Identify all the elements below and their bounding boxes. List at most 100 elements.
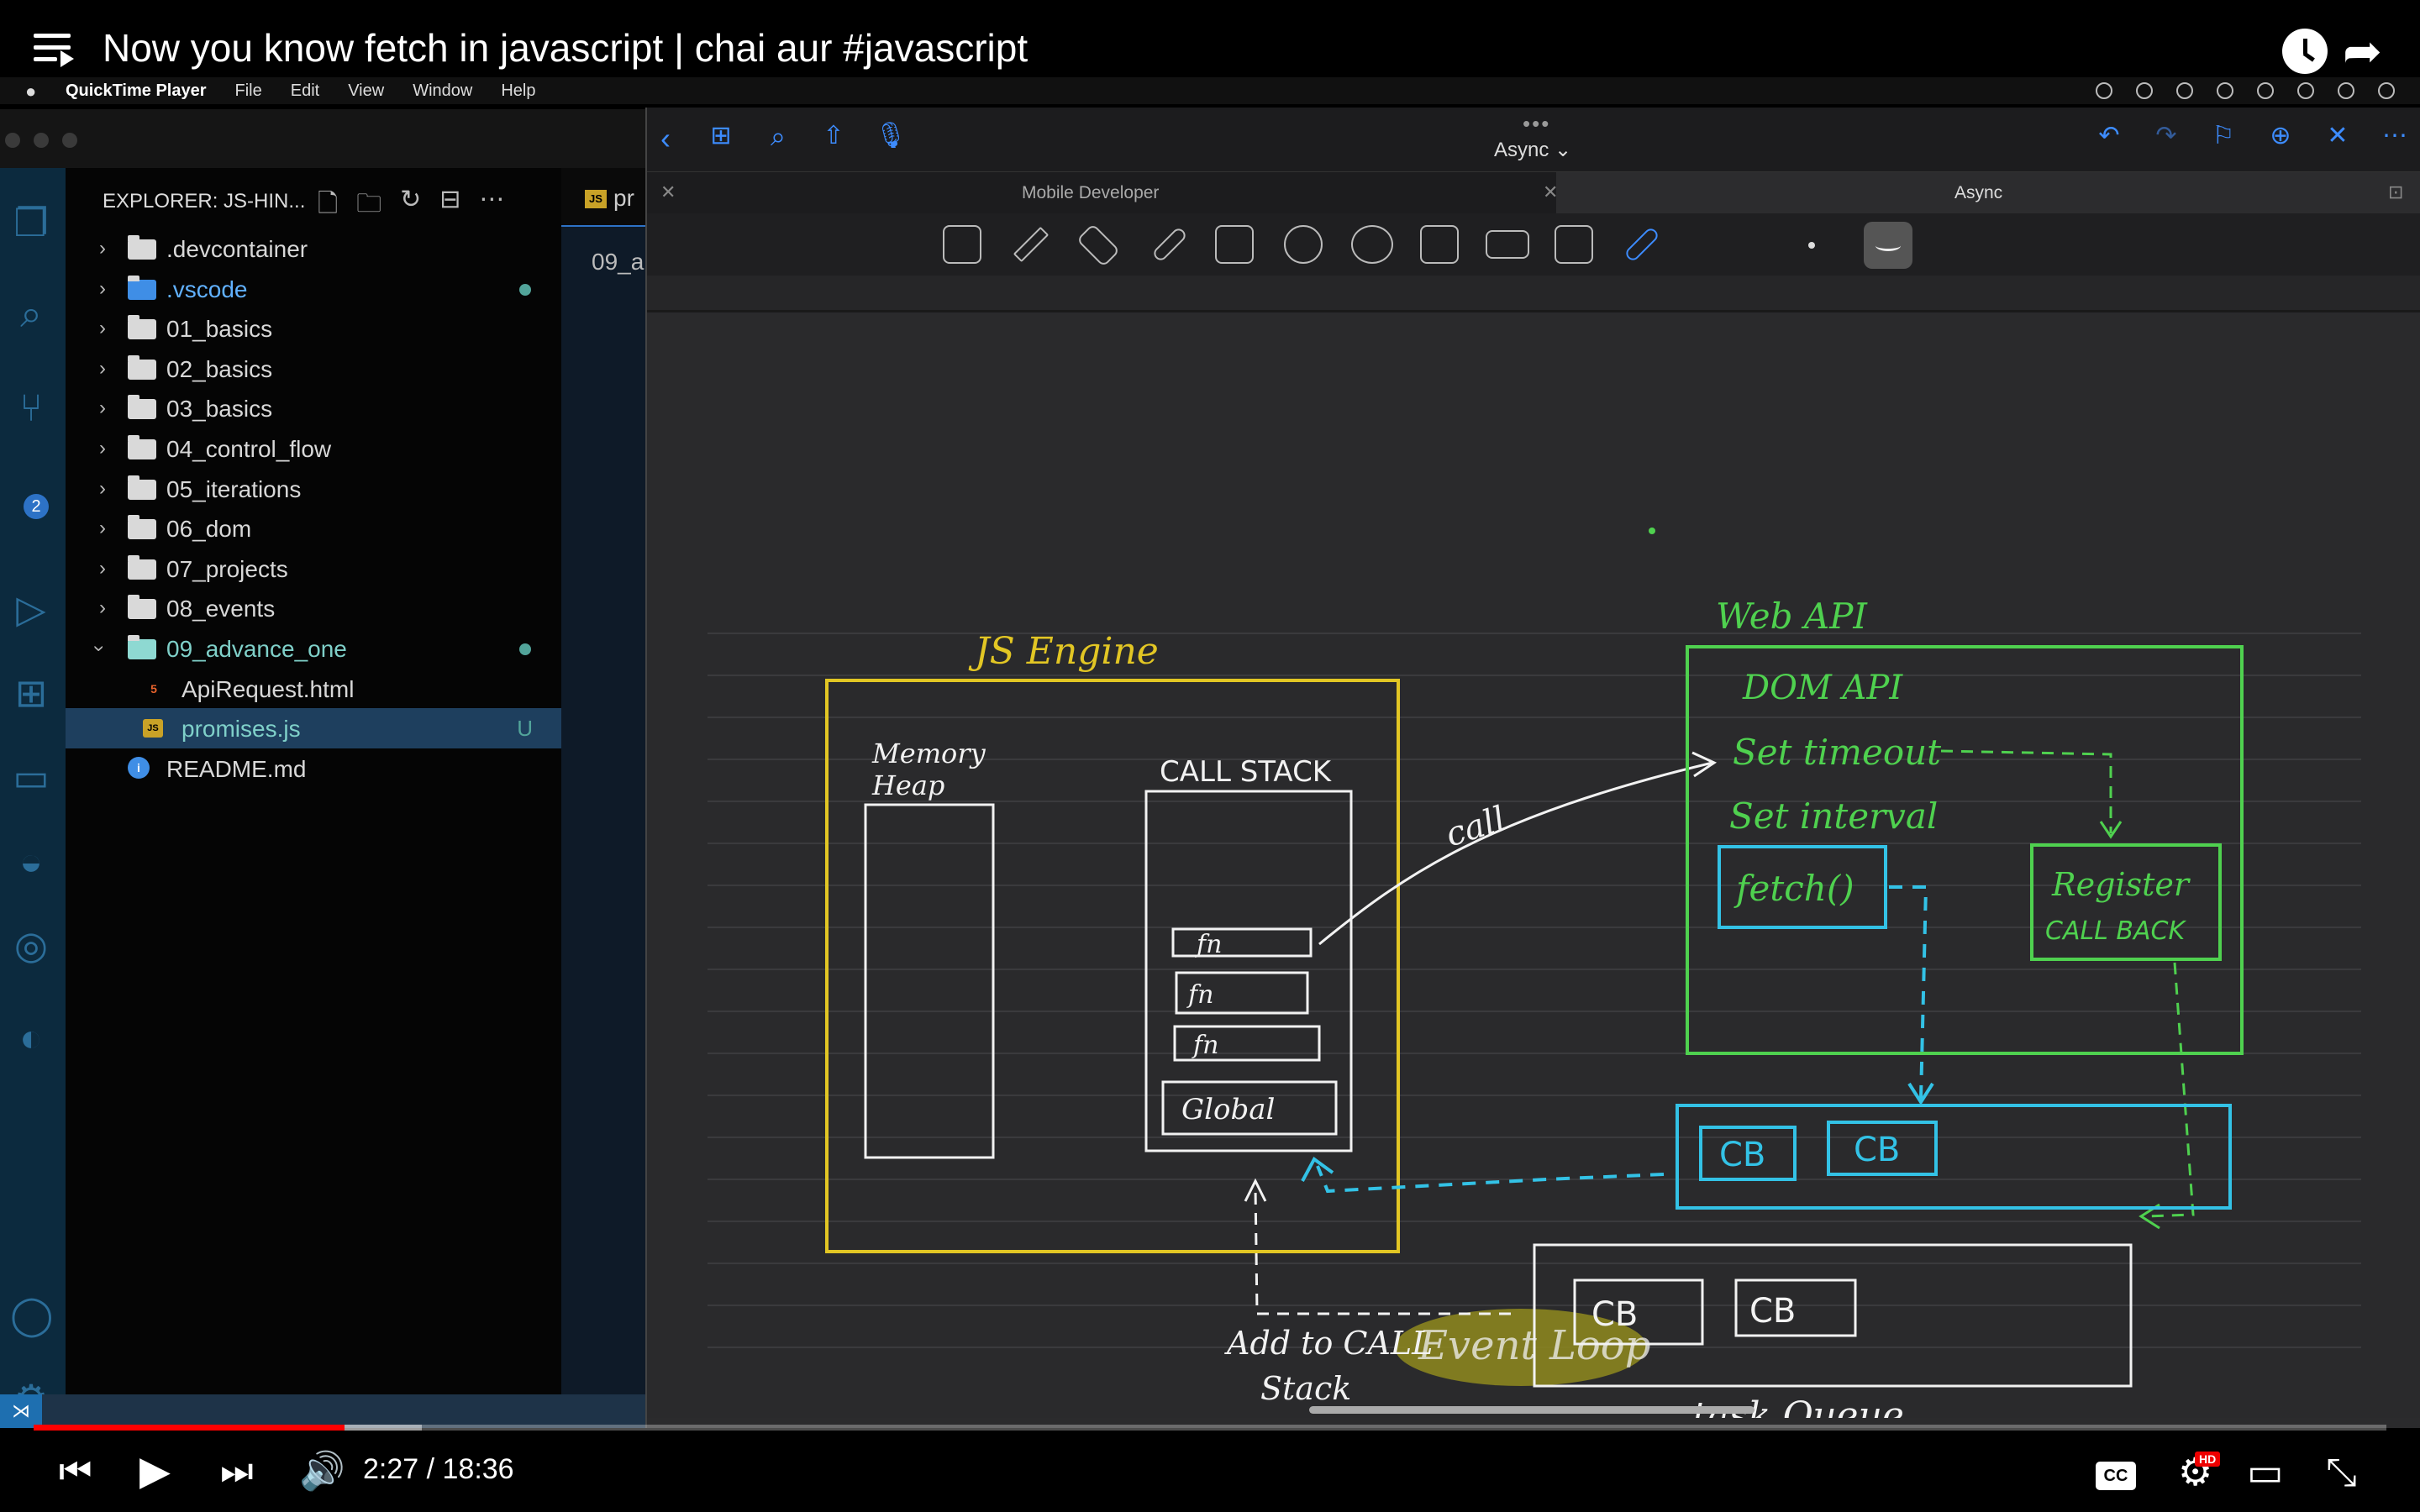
control-center-icon[interactable] <box>2297 82 2314 99</box>
refresh-icon[interactable]: ↻ <box>400 186 422 213</box>
tree-item-readme-md[interactable]: i README.md <box>66 748 561 789</box>
folder-icon <box>128 315 156 340</box>
tree-item-01-basics[interactable]: › 01_basics <box>66 308 561 349</box>
progress-bar[interactable] <box>34 1425 2386 1431</box>
playlist-menu-icon[interactable] <box>34 34 74 67</box>
bookmark-icon[interactable]: ⚐ <box>2212 122 2235 150</box>
zoom-window-button[interactable] <box>62 133 77 148</box>
tree-item-02-basics[interactable]: › 02_basics <box>66 349 561 389</box>
close-tab-icon[interactable]: ✕ <box>1543 181 1559 202</box>
grid-view-icon[interactable]: ⊞ <box>710 122 732 150</box>
breadcrumb[interactable]: 09_a <box>592 249 644 275</box>
search-icon[interactable]: ⌕ <box>20 291 42 335</box>
shapes-tool-icon[interactable] <box>1215 225 1254 264</box>
memory-heap-label-2: Heap <box>871 769 944 801</box>
source-control-icon[interactable]: ⑂ <box>19 386 43 429</box>
wifi-icon[interactable] <box>2257 82 2274 99</box>
image-tool-icon[interactable] <box>1420 225 1459 264</box>
microphone-icon[interactable]: 🎙 <box>874 122 908 150</box>
menu-view[interactable]: View <box>348 81 385 100</box>
new-folder-icon[interactable]: 🗀 <box>356 190 382 218</box>
tree-item-08-events[interactable]: › 08_events <box>66 588 561 628</box>
tree-item-07-projects[interactable]: › 07_projects <box>66 549 561 589</box>
tree-item-03-basics[interactable]: › 03_basics <box>66 388 561 428</box>
tree-item-09-advance-one[interactable]: › 09_advance_one <box>66 628 561 669</box>
minimize-window-button[interactable] <box>34 133 49 148</box>
video-title[interactable]: Now you know fetch in javascript | chai … <box>103 26 1028 70</box>
back-chevron-icon[interactable]: ‹ <box>660 121 671 155</box>
new-file-icon[interactable]: 🗋 <box>318 190 339 218</box>
status-icon[interactable] <box>2217 82 2233 99</box>
pen-tool-icon[interactable] <box>1013 226 1050 263</box>
status-icon[interactable] <box>2136 82 2153 99</box>
keyboard-tool-icon[interactable] <box>1486 230 1529 259</box>
tree-item-promises-js[interactable]: JS promises.js U <box>66 708 561 748</box>
tree-item-04-control-flow[interactable]: › 04_control_flow <box>66 428 561 469</box>
window-controls <box>5 133 77 148</box>
menu-help[interactable]: Help <box>501 81 536 100</box>
more-icon[interactable]: ⋯ <box>2382 122 2407 150</box>
call-stack-label: CALL STACK <box>1160 755 1333 789</box>
tree-item-devcontainer[interactable]: › .devcontainer <box>66 228 561 269</box>
volume-icon[interactable]: 🔊 <box>299 1451 345 1492</box>
tree-item-05-iterations[interactable]: › 05_iterations <box>66 469 561 509</box>
remote-explorer-icon[interactable]: ▭ <box>13 755 50 799</box>
lasso-tool-icon[interactable] <box>1284 225 1323 264</box>
extensions-icon[interactable]: ⊞ <box>14 671 48 715</box>
status-icon[interactable] <box>2378 82 2395 99</box>
close-icon[interactable]: ✕ <box>2327 122 2349 150</box>
undo-icon[interactable]: ↶ <box>2098 122 2120 150</box>
exit-fullscreen-icon[interactable]: ⤡ <box>2326 1450 2357 1494</box>
account-icon[interactable]: ◯ <box>10 1293 54 1336</box>
scroll-indicator[interactable] <box>1309 1406 1754 1414</box>
apple-icon[interactable]: ● <box>25 81 37 102</box>
explorer-icon[interactable]: ❐ <box>13 201 49 244</box>
next-icon[interactable]: ⏭ <box>220 1451 254 1492</box>
share-icon[interactable]: ➦ <box>2343 24 2382 77</box>
close-tab-icon[interactable]: ✕ <box>660 181 676 202</box>
image-lasso-tool-icon[interactable] <box>943 225 981 264</box>
status-icon[interactable] <box>2176 82 2193 99</box>
watch-later-icon[interactable] <box>2282 29 2328 74</box>
previous-icon[interactable]: ⏮ <box>59 1451 92 1492</box>
run-debug-icon[interactable]: ▷ <box>16 587 46 631</box>
highlighter-tool-icon[interactable] <box>1151 226 1188 263</box>
sidebar-toggle-icon[interactable]: ⊡ <box>2388 181 2404 202</box>
tab-async[interactable]: Async <box>1954 183 2003 202</box>
collapse-all-icon[interactable]: ⊟ <box>439 186 461 213</box>
multitask-dots-icon[interactable]: ••• <box>1523 111 1551 136</box>
tab-mobile-developer[interactable]: Mobile Developer <box>1022 183 1160 202</box>
redo-icon[interactable]: ↷ <box>2155 122 2177 150</box>
stroke-style-selected[interactable] <box>1864 222 1912 269</box>
editor-tab-promises[interactable]: JS pr <box>561 168 655 227</box>
search-icon[interactable]: ⌕ <box>771 121 786 151</box>
play-icon[interactable]: ▶ <box>139 1449 171 1494</box>
laser-pointer-icon[interactable] <box>1623 226 1660 263</box>
document-title[interactable]: Async ⌄ <box>1494 139 1572 161</box>
sticker-tool-icon[interactable] <box>1351 225 1393 264</box>
tree-item-06-dom[interactable]: › 06_dom <box>66 508 561 549</box>
eraser-tool-icon[interactable] <box>1076 223 1121 268</box>
github-icon[interactable]: ◎ <box>13 923 49 967</box>
status-icon[interactable] <box>2338 82 2354 99</box>
close-window-button[interactable] <box>5 133 20 148</box>
tree-item-apirequest-html[interactable]: 5 ApiRequest.html <box>66 669 561 709</box>
share-icon[interactable]: ⇧ <box>823 122 844 150</box>
menu-file[interactable]: File <box>234 81 262 100</box>
live-share-icon[interactable]: ◐ <box>19 1016 43 1059</box>
status-icon[interactable] <box>2096 82 2112 99</box>
docker-icon[interactable]: ◒ <box>19 839 43 883</box>
drawing-toolbar <box>647 213 2420 276</box>
airplay-icon[interactable]: ▭ <box>2247 1450 2284 1494</box>
more-actions-icon[interactable]: ⋯ <box>479 186 505 213</box>
menu-window[interactable]: Window <box>413 81 473 100</box>
text-tool-icon[interactable] <box>1555 225 1593 264</box>
menu-edit[interactable]: Edit <box>290 81 320 100</box>
captions-button[interactable]: CC <box>2096 1462 2136 1490</box>
tree-item-vscode[interactable]: › .vscode <box>66 269 561 309</box>
add-page-icon[interactable]: ⊕ <box>2270 122 2291 150</box>
app-name[interactable]: QuickTime Player <box>66 81 207 100</box>
stroke-size-dot[interactable] <box>1808 242 1815 249</box>
remote-indicator-icon[interactable]: ⋊ <box>0 1394 42 1428</box>
note-page[interactable]: JS Engine Memory Heap CALL STACK fn fn f… <box>647 312 2420 1418</box>
